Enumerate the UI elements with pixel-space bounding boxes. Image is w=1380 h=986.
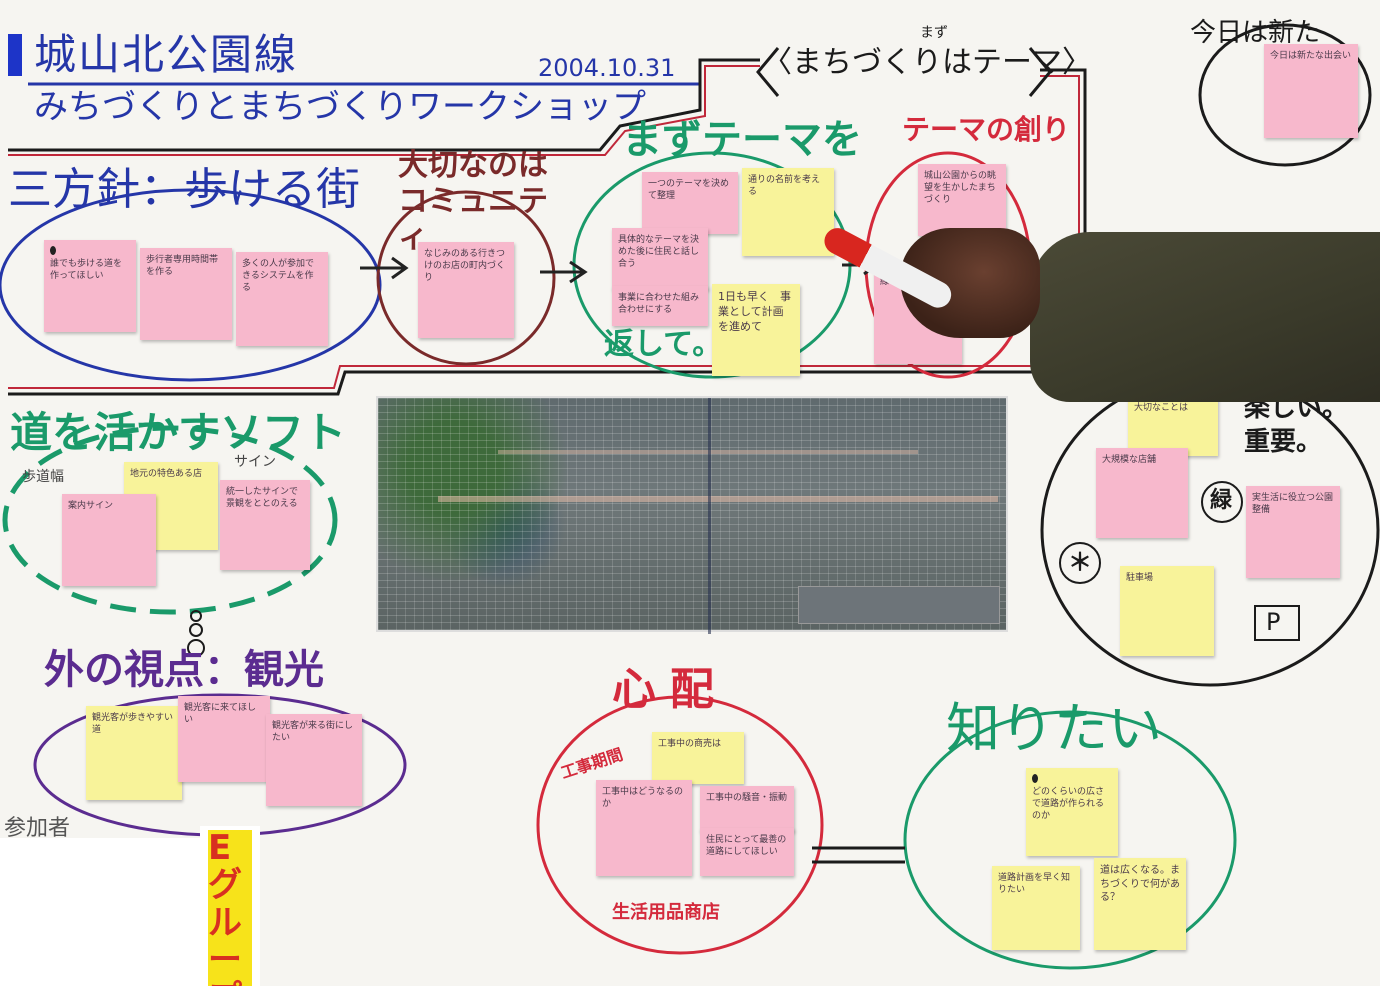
star-symbol: ＊: [1068, 548, 1092, 576]
label-sign: サイン: [234, 454, 276, 470]
map-road-line: [438, 496, 998, 502]
sticky-note: 歩行者専用時間帯を作る: [140, 248, 232, 340]
header-want-know: 知りたい: [946, 697, 1162, 760]
sticky-note: なじみのある行きつけのお店の町内づくり: [418, 242, 514, 338]
sticky-note: 今日は新たな出会い: [1264, 44, 1358, 138]
sticky-note: 案内サイン: [62, 494, 156, 586]
top-right-text: 今日は新た: [1190, 18, 1321, 48]
sticky-note: 事業に合わせた組み合わせにする: [612, 286, 708, 326]
sticky-note: どのくらいの広さで道路が作られるのか: [1026, 768, 1118, 856]
map-legend: [798, 586, 1000, 624]
title-date: 2004.10.31: [538, 54, 676, 82]
header-theme-nature: テーマの創り: [902, 113, 1071, 146]
header-return: 返して。: [604, 327, 723, 362]
sticky-note: 道は広くなる。まちづくりで何がある？: [1094, 858, 1186, 950]
sticky-note: 通りの名前を考える: [742, 168, 834, 256]
sticky-note: 大切なことは: [1128, 396, 1218, 456]
blank-area: [0, 838, 205, 986]
presenter-arm: [1030, 232, 1380, 402]
sticky-note: 具体的なテーマを決めた後に住民と話し合う: [612, 228, 708, 290]
header-soft: 道を活かすソフト: [10, 408, 347, 457]
header-caring: 楽しい。重要。: [1244, 393, 1349, 457]
sticky-note: 住民にとって最善の道路にしてほしい: [700, 828, 794, 876]
sticky-note: 観光客が来る街にしたい: [266, 714, 362, 806]
sticky-note: 観光客に来てほしい: [178, 696, 270, 782]
sticky-note: 工事中の騒音・振動: [700, 786, 794, 832]
header-theme-first: まずテーマを: [622, 117, 862, 163]
sticky-note: 工事中の商売は: [652, 732, 744, 784]
pen-dot: [50, 246, 56, 255]
sticky-note: 観光客が歩きやすい道: [86, 706, 182, 800]
sticky-note: 実生活に役立つ公園整備: [1246, 486, 1340, 578]
theme-furigana: まず: [920, 25, 948, 41]
sticky-note: 大規模な店舗: [1096, 448, 1188, 538]
sticky-note: 誰でも歩ける道を作ってほしい: [44, 240, 136, 332]
parking-symbol: P: [1266, 608, 1281, 636]
title-subtitle: みちづくりとまちづくりワークショップ: [34, 87, 646, 127]
pen-dot: [1032, 774, 1038, 783]
sticky-note: 1日も早く 事業として計画を進めて: [712, 284, 800, 376]
label-shop: 生活用品商店: [612, 902, 720, 923]
header-community: 大切なのはコミュニティ: [398, 148, 548, 255]
blue-tab-marker: [8, 34, 22, 76]
label-sidewalk: 歩道幅: [22, 469, 64, 485]
sticky-note: 多くの人が参加できるシステムを作る: [236, 252, 328, 346]
header-worry: 心配: [612, 664, 728, 715]
header-policy: 三方針：歩ける街: [8, 164, 360, 215]
theme-banner: 〈まちづくりはテーマ〉: [762, 45, 1092, 80]
label-participants: 参加者: [4, 816, 71, 841]
group-label-card: Eグループ: [200, 826, 260, 986]
sticky-note: 一つのテーマを決めて整理: [642, 172, 738, 234]
sticky-note: 道路計画を早く知りたい: [992, 866, 1080, 950]
group-label: Eグループ: [208, 829, 252, 986]
sticky-note: 統一したサインで景観をととのえる: [220, 480, 310, 570]
green-symbol: 緑: [1210, 488, 1233, 513]
aerial-map-photo: [376, 396, 1008, 634]
sticky-note: 城山公園からの眺望を生かしたまちづくり: [918, 164, 1006, 236]
title-main: 城山北公園線: [34, 30, 299, 79]
header-outside: 外の視点：観光: [44, 647, 324, 693]
map-road-line: [708, 398, 711, 634]
sticky-note: 駐車場: [1120, 566, 1214, 656]
sticky-note: 工事中はどうなるのか: [596, 780, 692, 876]
